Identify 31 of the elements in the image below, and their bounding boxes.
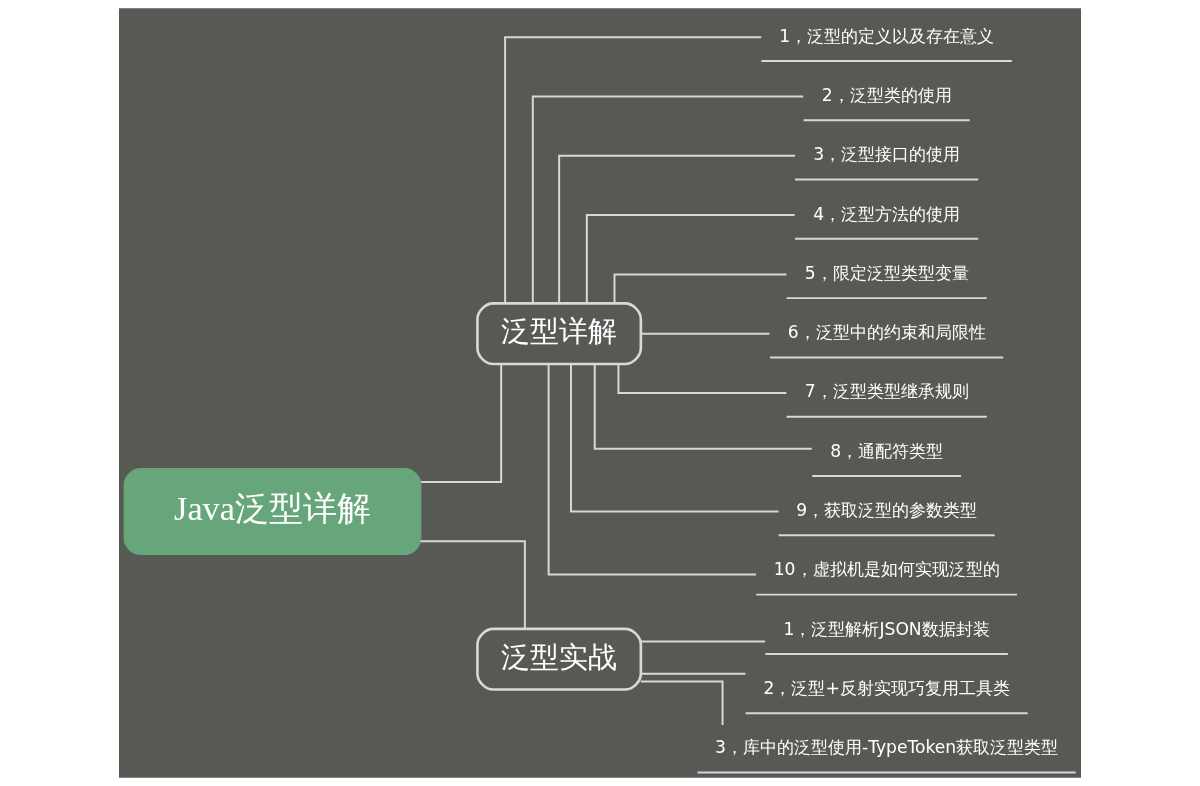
node-text: 5，限定泛型类型变量 — [804, 262, 969, 283]
connector — [570, 363, 780, 513]
connector — [639, 672, 747, 675]
node-box: 泛型实战 — [476, 627, 643, 691]
connector — [639, 332, 771, 335]
node-text: 2，泛型类的使用 — [821, 84, 952, 105]
connector — [504, 36, 763, 305]
node-text: 1，泛型解析JSON数据封装 — [783, 618, 990, 639]
connector — [419, 540, 526, 630]
node-text: 1，泛型的定义以及存在意义 — [779, 25, 995, 46]
node-text: 7，泛型类型继承规则 — [804, 381, 969, 402]
node-text: 9，获取泛型的参数类型 — [796, 500, 978, 521]
node-text: 2，泛型+反射实现巧复用工具类 — [763, 677, 1010, 698]
connector — [547, 363, 757, 576]
connector — [558, 154, 796, 305]
node-text: 4，泛型方法的使用 — [813, 203, 961, 224]
node-box: Java泛型详解 — [123, 468, 422, 556]
connector — [593, 363, 813, 450]
node-box: 泛型详解 — [476, 302, 643, 366]
connector — [613, 273, 788, 305]
connector — [420, 363, 503, 483]
node-text: 3，泛型接口的使用 — [813, 144, 961, 165]
connector — [531, 95, 805, 305]
connector — [639, 680, 724, 726]
node-text: 3，库中的泛型使用-TypeToken获取泛型类型 — [715, 737, 1059, 758]
node-text: 10，虚拟机是如何实现泛型的 — [773, 559, 1000, 580]
connector — [617, 363, 788, 394]
connector — [639, 640, 767, 643]
node-text: 8，通配符类型 — [830, 440, 944, 461]
node-text: 6，泛型中的约束和局限性 — [787, 322, 986, 343]
connector — [585, 214, 796, 305]
